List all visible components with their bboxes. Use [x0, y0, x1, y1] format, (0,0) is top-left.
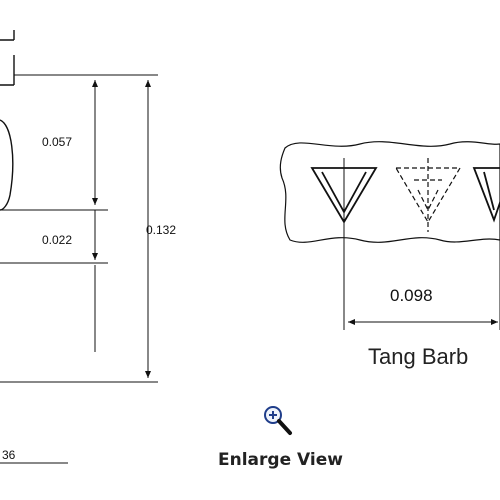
tang-barb-caption: Tang Barb	[368, 344, 468, 369]
dimension-lines	[92, 80, 151, 378]
barb-solid-left	[310, 158, 378, 232]
dimension-057: 0.057	[42, 135, 72, 149]
tang-barb-detail	[279, 141, 500, 243]
extension-lines	[0, 74, 158, 383]
barb-dashed-middle	[394, 158, 462, 232]
enlarge-view-link[interactable]: Enlarge View	[218, 450, 343, 470]
dimension-022: 0.022	[42, 233, 72, 247]
dimension-partial-36: 36	[2, 448, 16, 462]
part-profile	[0, 30, 15, 211]
pitch-dimension	[343, 232, 500, 330]
dimension-098: 0.098	[390, 286, 433, 305]
dimension-132: 0.132	[146, 223, 176, 237]
bottom-dimension: 36	[0, 448, 68, 464]
magnifier-plus-icon[interactable]	[260, 402, 294, 442]
barb-solid-right	[472, 167, 500, 223]
